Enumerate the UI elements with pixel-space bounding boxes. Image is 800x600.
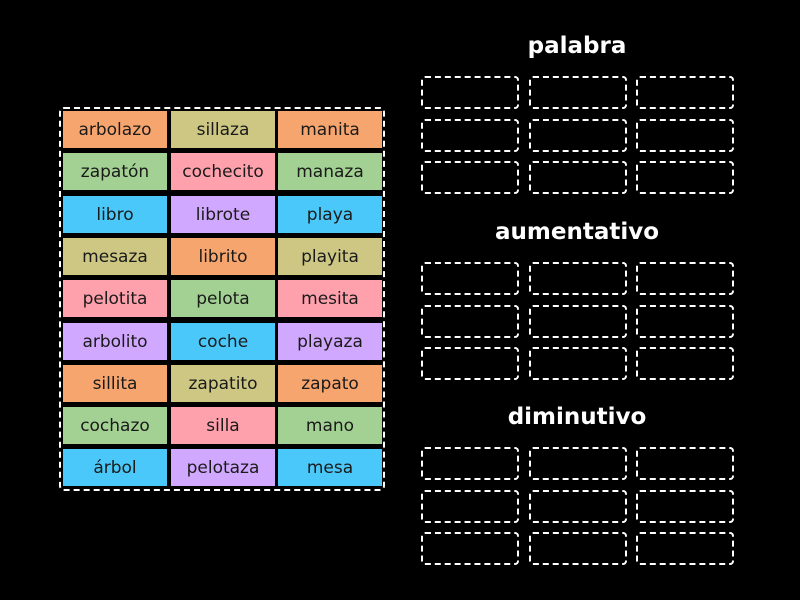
drop-slot-diminutivo[interactable] (529, 490, 627, 523)
drop-slot-diminutivo[interactable] (636, 490, 734, 523)
drop-slot-diminutivo[interactable] (421, 490, 519, 523)
word-tile[interactable]: zapato (278, 365, 382, 402)
word-tile[interactable]: libro (63, 196, 167, 233)
word-tile[interactable]: cochazo (63, 407, 167, 444)
drop-slot-aumentativo[interactable] (421, 305, 519, 338)
word-tile[interactable]: sillita (63, 365, 167, 402)
drop-slot-palabra[interactable] (529, 76, 627, 109)
word-tile[interactable]: zapatón (63, 153, 167, 190)
drop-slot-aumentativo[interactable] (636, 305, 734, 338)
drop-slot-aumentativo[interactable] (636, 262, 734, 295)
drop-slot-aumentativo[interactable] (421, 262, 519, 295)
drop-slot-diminutivo[interactable] (421, 532, 519, 565)
group-title-diminutivo: diminutivo (507, 404, 647, 430)
word-tile[interactable]: cochecito (171, 153, 275, 190)
drop-slot-palabra[interactable] (636, 76, 734, 109)
drop-slot-palabra[interactable] (421, 119, 519, 152)
drop-slot-diminutivo[interactable] (636, 447, 734, 480)
word-tile[interactable]: librote (171, 196, 275, 233)
word-tile[interactable]: arbolazo (63, 111, 167, 148)
drop-slot-aumentativo[interactable] (529, 262, 627, 295)
word-tile[interactable]: playita (278, 238, 382, 275)
drop-slot-palabra[interactable] (421, 76, 519, 109)
group-title-palabra: palabra (527, 33, 627, 59)
drop-slot-diminutivo[interactable] (529, 447, 627, 480)
drop-slot-diminutivo[interactable] (421, 447, 519, 480)
drop-slot-palabra[interactable] (636, 119, 734, 152)
word-tile[interactable]: mesaza (63, 238, 167, 275)
drop-slot-palabra[interactable] (529, 119, 627, 152)
word-tile[interactable]: mano (278, 407, 382, 444)
drop-slot-palabra[interactable] (421, 161, 519, 194)
drop-slot-aumentativo[interactable] (421, 347, 519, 380)
word-tile[interactable]: manita (278, 111, 382, 148)
word-tile[interactable]: arbolito (63, 323, 167, 360)
word-tile[interactable]: sillaza (171, 111, 275, 148)
word-tile[interactable]: pelota (171, 280, 275, 317)
word-tile[interactable]: pelotita (63, 280, 167, 317)
drop-slot-aumentativo[interactable] (636, 347, 734, 380)
drop-slot-aumentativo[interactable] (529, 305, 627, 338)
word-tile[interactable]: silla (171, 407, 275, 444)
word-bank (59, 107, 385, 491)
word-tile[interactable]: manaza (278, 153, 382, 190)
word-tile[interactable]: playaza (278, 323, 382, 360)
word-tile[interactable]: playa (278, 196, 382, 233)
word-tile[interactable]: pelotaza (171, 449, 275, 486)
drop-slot-palabra[interactable] (636, 161, 734, 194)
drop-slot-palabra[interactable] (529, 161, 627, 194)
word-tile[interactable]: árbol (63, 449, 167, 486)
word-tile[interactable]: mesa (278, 449, 382, 486)
drop-slot-aumentativo[interactable] (529, 347, 627, 380)
word-tile[interactable]: zapatito (171, 365, 275, 402)
word-tile[interactable]: librito (171, 238, 275, 275)
word-tile[interactable]: coche (171, 323, 275, 360)
group-title-aumentativo: aumentativo (494, 219, 660, 245)
drop-slot-diminutivo[interactable] (636, 532, 734, 565)
drop-slot-diminutivo[interactable] (529, 532, 627, 565)
word-tile[interactable]: mesita (278, 280, 382, 317)
